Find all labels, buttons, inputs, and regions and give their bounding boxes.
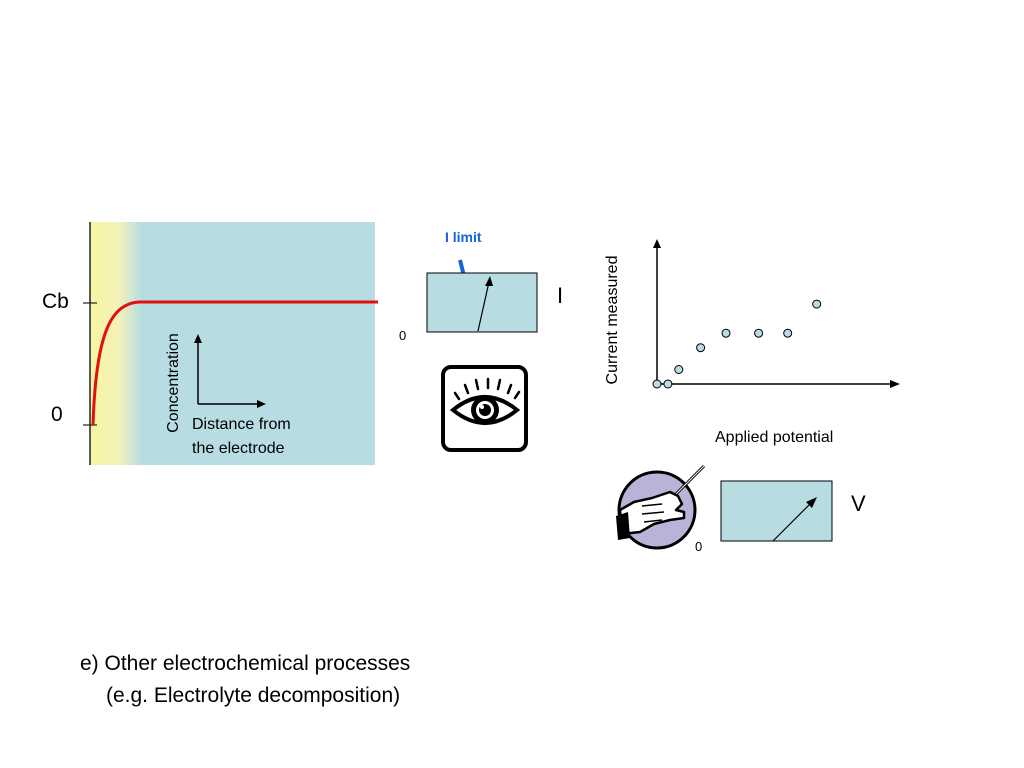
iv-data-point	[696, 343, 706, 353]
ammeter-needle-tip	[485, 276, 493, 286]
voltmeter-face	[720, 480, 833, 542]
iv-plot: Current measured Applied potential	[590, 230, 910, 460]
distance-label-line2: the electrode	[192, 440, 285, 457]
voltmeter-needle	[772, 501, 813, 542]
iv-plot-svg	[652, 239, 900, 389]
ammeter-needle	[477, 281, 490, 332]
iv-data-point	[783, 328, 793, 338]
concentration-profile: Cb 0 Concentration Distance from the ele…	[0, 0, 400, 480]
distance-label-line1: Distance from	[192, 416, 291, 433]
inset-y-arrow	[194, 334, 202, 343]
ammeter-graphic	[426, 259, 538, 333]
voltmeter-graphic	[720, 480, 833, 542]
voltmeter-needle-tip	[806, 497, 817, 508]
ammeter: I limit I 0	[390, 220, 580, 350]
electrode-layer	[90, 222, 142, 465]
iv-data-point	[674, 365, 684, 374]
hand-with-knob-icon	[616, 464, 706, 550]
caption-line2: (e.g. Electrolyte decomposition)	[106, 684, 401, 707]
ammeter-zero: 0	[399, 328, 407, 343]
voltmeter-zero: 0	[695, 539, 703, 554]
current-measured-label: Current measured	[604, 255, 621, 385]
concentration-profile-graphic	[83, 222, 378, 465]
iv-y-axis-arrow	[653, 239, 661, 248]
ammeter-symbol: I	[557, 283, 564, 308]
iv-data-point	[812, 299, 822, 309]
zero-label: 0	[51, 403, 63, 426]
i-limit-label: I limit	[445, 229, 482, 245]
iv-data-point	[754, 328, 764, 338]
iv-data-point	[663, 379, 673, 389]
ammeter-face	[426, 272, 538, 333]
applied-potential-label: Applied potential	[715, 429, 834, 446]
iv-data-point	[652, 379, 662, 389]
concentration-curve	[91, 300, 378, 426]
caption-line1: e) Other electrochemical processes	[80, 652, 411, 675]
inset-x-arrow	[257, 400, 266, 408]
eye-icon	[441, 365, 528, 452]
iv-x-axis-arrow	[890, 380, 900, 388]
voltmeter-symbol: V	[851, 491, 866, 516]
iv-data-point	[721, 328, 731, 338]
concentration-axis-label: Concentration	[165, 333, 182, 433]
iv-data-points	[652, 299, 822, 389]
cb-label: Cb	[42, 290, 69, 313]
voltmeter: V 0	[690, 475, 880, 560]
